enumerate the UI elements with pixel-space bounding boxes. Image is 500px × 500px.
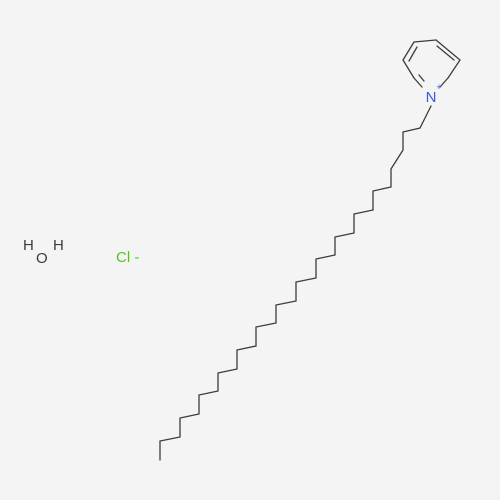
ring-double-bond	[436, 45, 455, 61]
ring-bond	[435, 39, 461, 61]
nitrogen-label: N	[426, 89, 437, 106]
nitrogen-charge: +	[436, 82, 441, 92]
water-h-right: H	[53, 237, 64, 254]
pyridinium-ring	[402, 39, 461, 88]
ring-bond	[413, 77, 423, 88]
alkyl-chain	[159, 105, 432, 461]
water-h-left: H	[23, 237, 34, 254]
water-molecule: H O H	[23, 237, 64, 267]
water-oxygen: O	[36, 250, 48, 267]
ring-bond	[402, 41, 415, 61]
ring-bond	[402, 59, 415, 79]
ring-double-bond	[408, 46, 418, 62]
ring-double-bond	[418, 74, 425, 82]
ring-bond	[447, 59, 461, 79]
chloride-ion: Cl -	[116, 249, 139, 266]
ring-bond	[413, 39, 437, 43]
ring-bond	[439, 77, 449, 88]
